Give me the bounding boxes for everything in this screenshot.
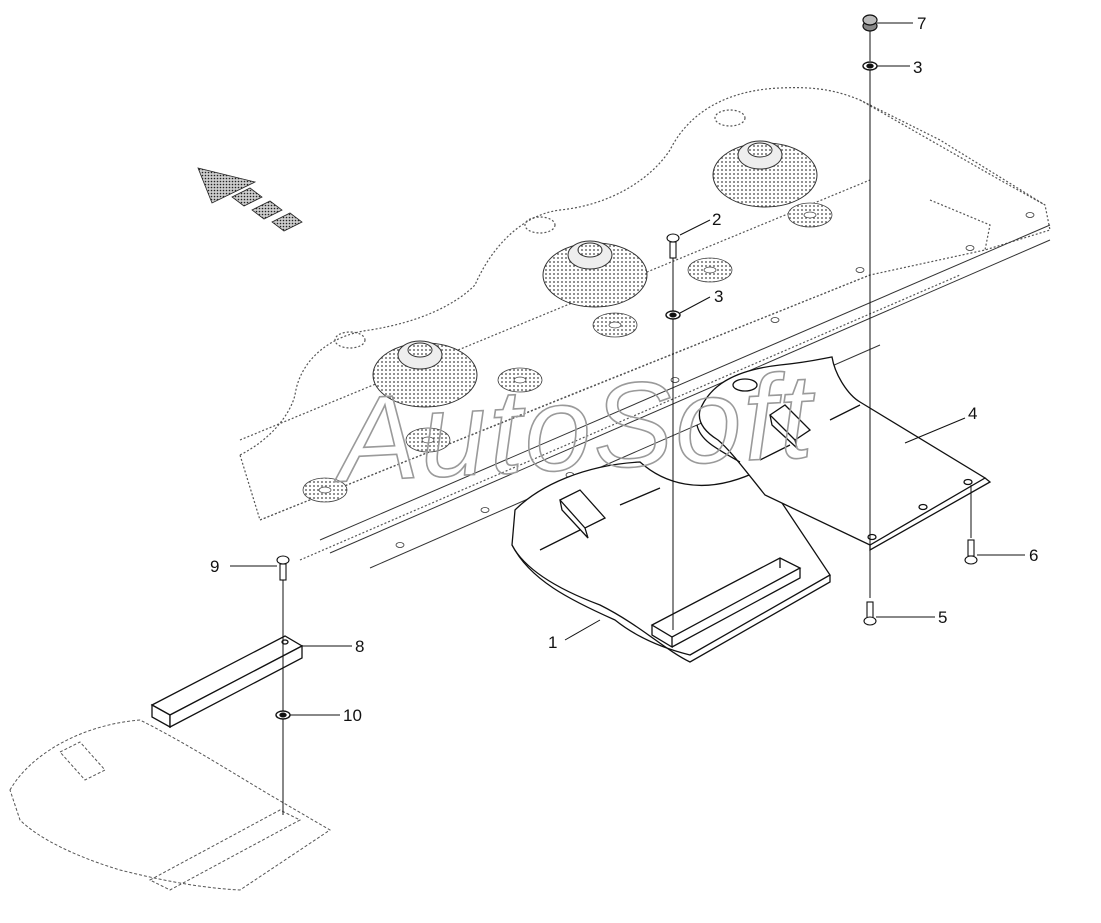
nut-part-7 bbox=[862, 14, 878, 32]
callout-4: 4 bbox=[968, 404, 977, 423]
detail-skid-plate bbox=[9, 719, 331, 891]
rail-holes bbox=[395, 212, 1035, 548]
washer-part-3-upper bbox=[862, 61, 878, 71]
callout-6: 6 bbox=[1029, 546, 1038, 565]
bolt-part-6 bbox=[964, 539, 978, 565]
callout-3-upper: 3 bbox=[913, 58, 922, 77]
leader-lines bbox=[230, 22, 1025, 716]
callout-3-lower: 3 bbox=[714, 287, 723, 306]
cutter-bar-outline bbox=[239, 87, 1051, 521]
callout-10: 10 bbox=[343, 706, 362, 725]
disc-head-1 bbox=[372, 340, 478, 408]
bolt-part-5 bbox=[863, 601, 877, 626]
callout-7: 7 bbox=[917, 14, 926, 33]
callout-9: 9 bbox=[210, 557, 219, 576]
disc-head-2 bbox=[542, 240, 648, 308]
callout-1: 1 bbox=[548, 633, 557, 652]
callout-8: 8 bbox=[355, 637, 364, 656]
cutter-bar-assembly bbox=[239, 87, 1051, 561]
washer-part-10 bbox=[275, 710, 291, 720]
bolt-part-2 bbox=[666, 233, 680, 259]
cutter-bar-edge bbox=[239, 179, 961, 561]
callouts: 7 3 2 3 4 6 5 1 8 9 10 bbox=[210, 14, 1038, 725]
skid-plate-part-1 bbox=[511, 461, 831, 663]
direction-arrow-icon bbox=[197, 167, 303, 232]
washer-part-3-lower bbox=[665, 310, 681, 320]
callout-2: 2 bbox=[712, 210, 721, 229]
bolt-part-9 bbox=[276, 555, 290, 581]
watermark: AutoSoft bbox=[329, 349, 820, 508]
skid-plate-part-4 bbox=[696, 356, 992, 552]
callout-5: 5 bbox=[938, 608, 947, 627]
disc-head-3 bbox=[712, 140, 818, 208]
assembly-lines bbox=[282, 31, 972, 815]
